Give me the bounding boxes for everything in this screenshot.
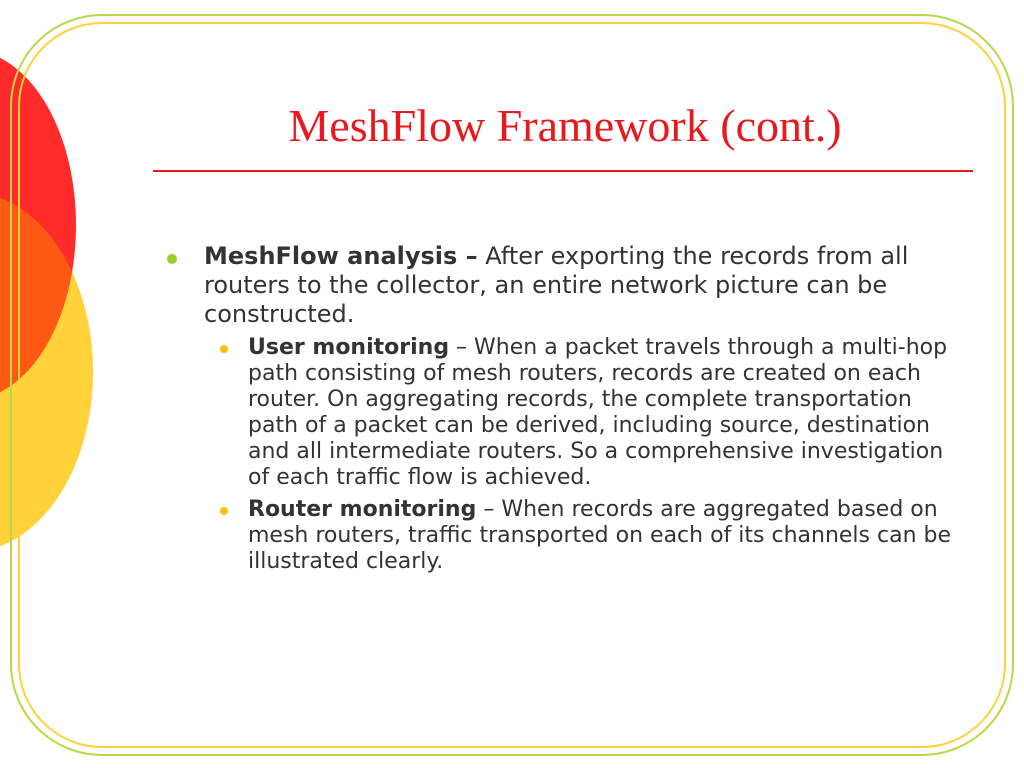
subbullet-dot-icon	[220, 345, 228, 353]
bullet-lead: MeshFlow analysis –	[204, 242, 478, 270]
slide-title: MeshFlow Framework (cont.)	[288, 100, 842, 151]
decorative-frame-inner	[18, 22, 1006, 748]
subbullet-router-monitoring: Router monitoring – When records are agg…	[204, 497, 960, 575]
bullet-meshflow-analysis: MeshFlow analysis – After exporting the …	[160, 242, 960, 329]
bullet-text: After exporting the records from all rou…	[204, 242, 909, 328]
title-underline	[153, 170, 973, 172]
decorative-frame-outer	[10, 14, 1014, 756]
subbullet-user-monitoring: User monitoring – When a packet travels …	[204, 335, 960, 491]
bullet-dot-icon	[167, 254, 177, 264]
subbullet-lead: User monitoring	[248, 335, 450, 360]
subbullet-text: – When a packet travels through a multi-…	[248, 335, 948, 490]
decorative-circle-overlap	[0, 192, 93, 552]
subbullet-dot-icon	[220, 507, 228, 515]
slide-body: MeshFlow analysis – After exporting the …	[160, 242, 960, 575]
subbullet-text: – When records are aggregated based on m…	[248, 497, 952, 574]
subbullet-lead: Router monitoring	[248, 497, 477, 522]
